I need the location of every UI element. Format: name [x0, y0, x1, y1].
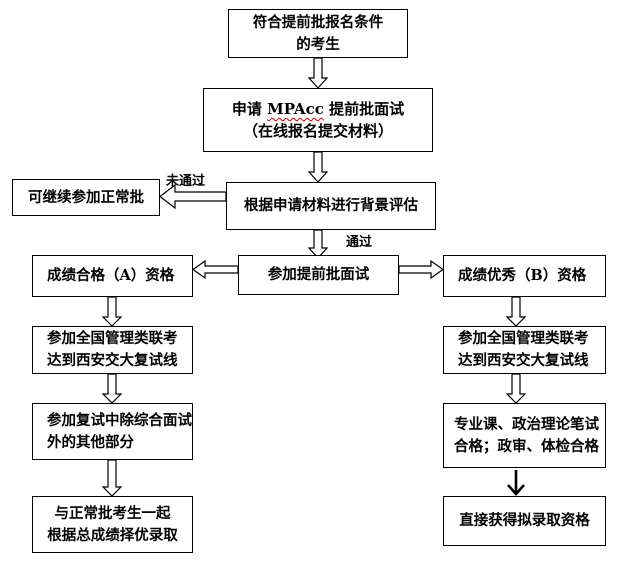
box-interview: 参加提前批面试	[238, 255, 399, 295]
box-retest-other: 参加复试中除综合面试 外的其他部分	[32, 403, 193, 460]
arrow-exam-left-to-retest	[101, 373, 123, 404]
box-continue-normal: 可继续参加正常批	[12, 179, 160, 216]
eligible-line1: 符合提前批报名条件	[252, 13, 384, 31]
grade-a-text: 成绩合格（A）资格	[47, 267, 175, 284]
box-exam-right: 参加全国管理类联考 达到西安交大复试线	[443, 326, 606, 374]
box-eligible: 符合提前批报名条件 的考生	[228, 9, 408, 58]
box-grade-b: 成绩优秀（B）资格	[443, 255, 606, 297]
exam-right-line1: 参加全国管理类联考	[458, 330, 589, 347]
grade-b-text: 成绩优秀（B）资格	[458, 267, 587, 284]
retest-other-line1: 参加复试中除综合面试	[47, 411, 192, 429]
written-pass-line1: 专业课、政治理论笔试	[454, 415, 599, 433]
box-background: 根据申请材料进行背景评估	[226, 182, 436, 230]
arrow-background-to-continue	[159, 183, 227, 210]
label-not-passed: 未通过	[166, 174, 206, 189]
box-rank-admit: 与正常批考生一起 根据总成绩择优录取	[32, 496, 193, 553]
box-grade-a: 成绩合格（A）资格	[32, 255, 193, 297]
arrow-written-to-direct	[507, 470, 525, 496]
arrow-retest-to-rank	[101, 459, 123, 497]
interview-text: 参加提前批面试	[267, 266, 370, 283]
written-pass-line2: 合格；政审、体检合格	[454, 437, 599, 455]
continue-normal-text: 可继续参加正常批	[28, 188, 144, 206]
exam-right-line2: 达到西安交大复试线	[458, 352, 589, 369]
arrow-exam-right-to-written	[505, 373, 527, 404]
box-direct-admit: 直接获得拟录取资格	[443, 496, 606, 546]
apply-acronym: MPAcc	[267, 100, 324, 118]
apply-line2: （在线报名提交材料）	[242, 122, 393, 140]
exam-left-line1: 参加全国管理类联考	[47, 330, 178, 347]
arrow-interview-to-grade-a	[191, 259, 239, 280]
box-apply: 申请 MPAcc 提前批面试 （在线报名提交材料）	[203, 88, 433, 152]
apply-line1: 申请 MPAcc 提前批面试	[232, 98, 404, 120]
direct-admit-text: 直接获得拟录取资格	[459, 512, 590, 529]
box-written-pass: 专业课、政治理论笔试 合格；政审、体检合格	[443, 403, 606, 468]
apply-post: 提前批面试	[323, 100, 405, 118]
label-passed: 通过	[346, 235, 373, 250]
arrow-apply-to-background	[307, 151, 329, 183]
rank-admit-line2: 根据总成绩择优录取	[47, 526, 178, 544]
apply-pre: 申请	[231, 100, 268, 118]
arrow-background-to-interview	[307, 229, 329, 259]
background-text: 根据申请材料进行背景评估	[244, 197, 418, 214]
arrow-interview-to-grade-b	[398, 259, 445, 280]
arrow-eligible-to-apply	[307, 57, 329, 89]
retest-other-line2: 外的其他部分	[47, 433, 134, 451]
arrow-grade-b-to-exam	[505, 296, 527, 327]
box-exam-left: 参加全国管理类联考 达到西安交大复试线	[32, 326, 193, 374]
arrow-grade-a-to-exam	[101, 296, 123, 327]
rank-admit-line1: 与正常批考生一起	[54, 504, 171, 522]
exam-left-line2: 达到西安交大复试线	[47, 352, 178, 369]
eligible-line2: 的考生	[296, 35, 340, 53]
